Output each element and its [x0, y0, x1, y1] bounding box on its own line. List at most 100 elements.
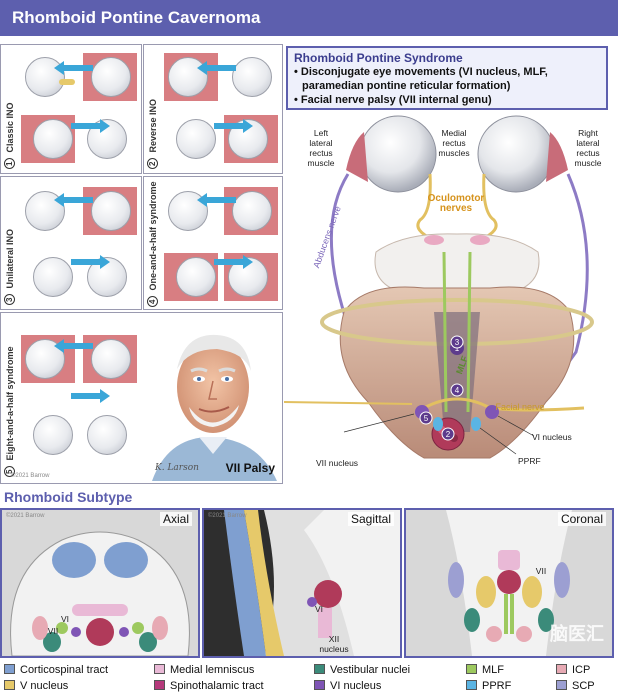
legend-swatch	[466, 664, 477, 674]
watermark: 脑医汇	[550, 624, 604, 645]
oculomotor-nerve-right	[479, 173, 498, 242]
coronal-illustration	[446, 510, 572, 656]
legend-item-scp: SCP	[556, 680, 595, 692]
sagittal-title: Sagittal	[347, 512, 394, 526]
coronal-panel: Coronal VII 脑医汇	[404, 508, 614, 658]
gaze-right-arrow	[71, 389, 110, 403]
eye-left-gaze-left-eye	[164, 253, 218, 301]
svg-text:2: 2	[446, 430, 451, 439]
coronal-label-vii: VII	[535, 566, 547, 576]
marker-three: 3	[450, 335, 464, 349]
eye-right-gaze-left-eye	[164, 187, 218, 235]
eye-right-gaze-right-eye	[83, 187, 137, 235]
label-vi-nucleus: VI nucleus	[532, 432, 572, 442]
ino-panel-1: 1 Classic INO	[0, 44, 142, 174]
svg-text:1: 1	[455, 344, 460, 353]
gaze-left-arrow	[197, 61, 236, 75]
sagittal-label-vi: VI	[314, 604, 324, 614]
portrait-caption: VII Palsy	[225, 461, 275, 475]
eye-right-gaze-left-eye	[21, 187, 75, 235]
portrait-illustration	[152, 334, 277, 481]
patient-portrait: VII Palsy K. Larson	[147, 319, 281, 481]
legend-item-v-nucleus: V nucleus	[4, 680, 68, 692]
label-vii-nucleus: VII nucleus	[316, 458, 359, 468]
ino-label-3: 3 Unilateral INO	[4, 183, 15, 305]
syndrome-bullet-1: • Disconjugate eye movements (VI nucleus…	[294, 66, 548, 78]
legend-item-vi-nucleus: VI nucleus	[314, 680, 381, 692]
axial-title: Axial	[159, 512, 192, 526]
mlf-left	[442, 251, 448, 413]
label-pprf: PPRF	[518, 456, 541, 466]
gaze-left-arrow	[197, 193, 236, 207]
eye-right-gaze-left-eye	[21, 335, 75, 383]
legend-item-pprf: PPRF	[466, 680, 511, 692]
marker-2: 2	[441, 427, 455, 441]
legend-swatch	[314, 680, 325, 690]
mlf-right	[466, 251, 472, 413]
eye-right-gaze-right-eye	[224, 53, 278, 101]
subtype-title: Rhomboid Subtype	[4, 489, 133, 505]
eye-right-gaze-right-eye	[224, 187, 278, 235]
label-oculomotor-nerves: Oculomotor nerves	[427, 193, 485, 214]
legend-swatch	[556, 680, 567, 690]
legend-swatch	[154, 680, 165, 690]
label-medial-rectus: Medial rectus muscles	[438, 128, 470, 158]
legend-swatch	[314, 664, 325, 674]
gaze-left-arrow	[54, 61, 93, 75]
eye-left-gaze-left-eye	[164, 115, 218, 163]
eye-left-gaze-left-eye	[21, 115, 75, 163]
legend-item-vestibular: Vestibular nuclei	[314, 664, 410, 676]
ino-label-5: 5 Eight-and-a-half syndrome	[4, 321, 15, 477]
ino-panel-4: 4 One-and-a-half syndrome	[143, 176, 283, 310]
ino-label-4: 4 One-and-a-half syndrome	[147, 181, 158, 307]
eye-left-gaze-right-eye	[83, 411, 137, 459]
legend-item-mlf: MLF	[466, 664, 504, 676]
ino-panel-3: 3 Unilateral INO	[0, 176, 142, 310]
right-lateral-rectus	[546, 132, 568, 182]
gaze-right-arrow	[71, 119, 110, 133]
eye-left-gaze-left-eye	[21, 411, 75, 459]
label-left-lateral-rectus: Left lateral rectus muscle	[307, 128, 335, 168]
gaze-right-arrow	[214, 119, 253, 133]
axial-copyright: ©2021 Barrow	[6, 513, 45, 519]
eye-right-gaze-left-eye	[164, 53, 218, 101]
legend-swatch	[154, 664, 165, 674]
brainstem-illustration: 1 2 3 4 5	[284, 115, 594, 459]
sagittal-panel: Sagittal ©2021 Barrow VI XII nucleus	[202, 508, 402, 658]
syndrome-summary-box: Rhomboid Pontine Syndrome • Disconjugate…	[286, 46, 608, 110]
axial-label-vii: VII	[47, 626, 59, 636]
pprf-left	[433, 417, 443, 431]
left-eye	[359, 115, 437, 193]
axial-panel: Axial ©2021 Barrow VI VII	[0, 508, 200, 658]
ino-panel-5: 5 Eight-and-a-half syndrome	[0, 312, 283, 484]
svg-text:5: 5	[424, 414, 429, 423]
gaze-right-arrow	[71, 255, 110, 269]
svg-text:4: 4	[455, 386, 460, 395]
gaze-left-arrow	[54, 339, 93, 353]
gaze-right-arrow	[214, 255, 253, 269]
legend: Corticospinal tract V nucleus Medial lem…	[0, 662, 618, 700]
pprf-right	[471, 417, 481, 431]
legend-swatch	[466, 680, 477, 690]
vi-nucleus-right	[485, 405, 499, 419]
legend-item-corticospinal: Corticospinal tract	[4, 664, 108, 676]
sagittal-copyright: ©2021 Barrow	[208, 513, 247, 519]
oculomotor-nerve-left	[416, 173, 435, 242]
marker-4: 4	[450, 383, 464, 397]
page-title: Rhomboid Pontine Cavernoma	[12, 8, 261, 27]
legend-swatch	[556, 664, 567, 674]
artist-signature: K. Larson	[155, 463, 199, 473]
eye-left-gaze-left-eye	[21, 253, 75, 301]
label-right-lateral-rectus: Right lateral rectus muscle	[574, 128, 602, 168]
label-facial-nerve: Facial nerve	[495, 402, 545, 412]
gaze-left-arrow	[54, 193, 93, 207]
legend-swatch	[4, 664, 15, 674]
axial-illustration	[10, 531, 190, 656]
svg-text:3: 3	[455, 338, 460, 347]
legend-swatch	[4, 680, 15, 690]
ino-label-1: 1 Classic INO	[4, 51, 15, 169]
syndrome-bullet-2: • Facial nerve palsy (VII internal genu)	[294, 94, 492, 106]
legend-item-medial-lemniscus: Medial lemniscus	[154, 664, 254, 676]
coronal-title: Coronal	[557, 512, 606, 526]
ino-panel-2: 2 Reverse INO	[143, 44, 283, 174]
